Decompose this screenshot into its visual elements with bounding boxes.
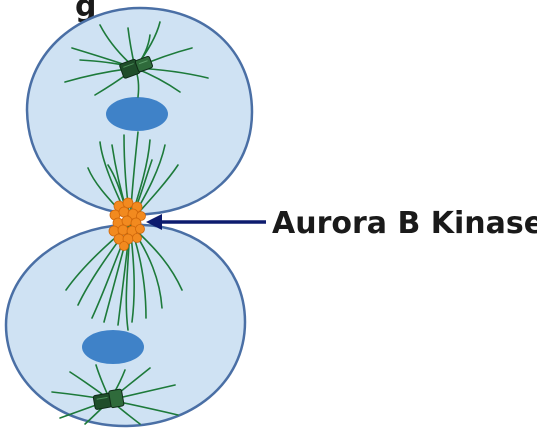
upper-nucleus bbox=[106, 97, 168, 131]
lower-nucleus bbox=[82, 330, 144, 364]
aurora-b-kinase-label: Aurora B Kinase bbox=[272, 206, 537, 241]
